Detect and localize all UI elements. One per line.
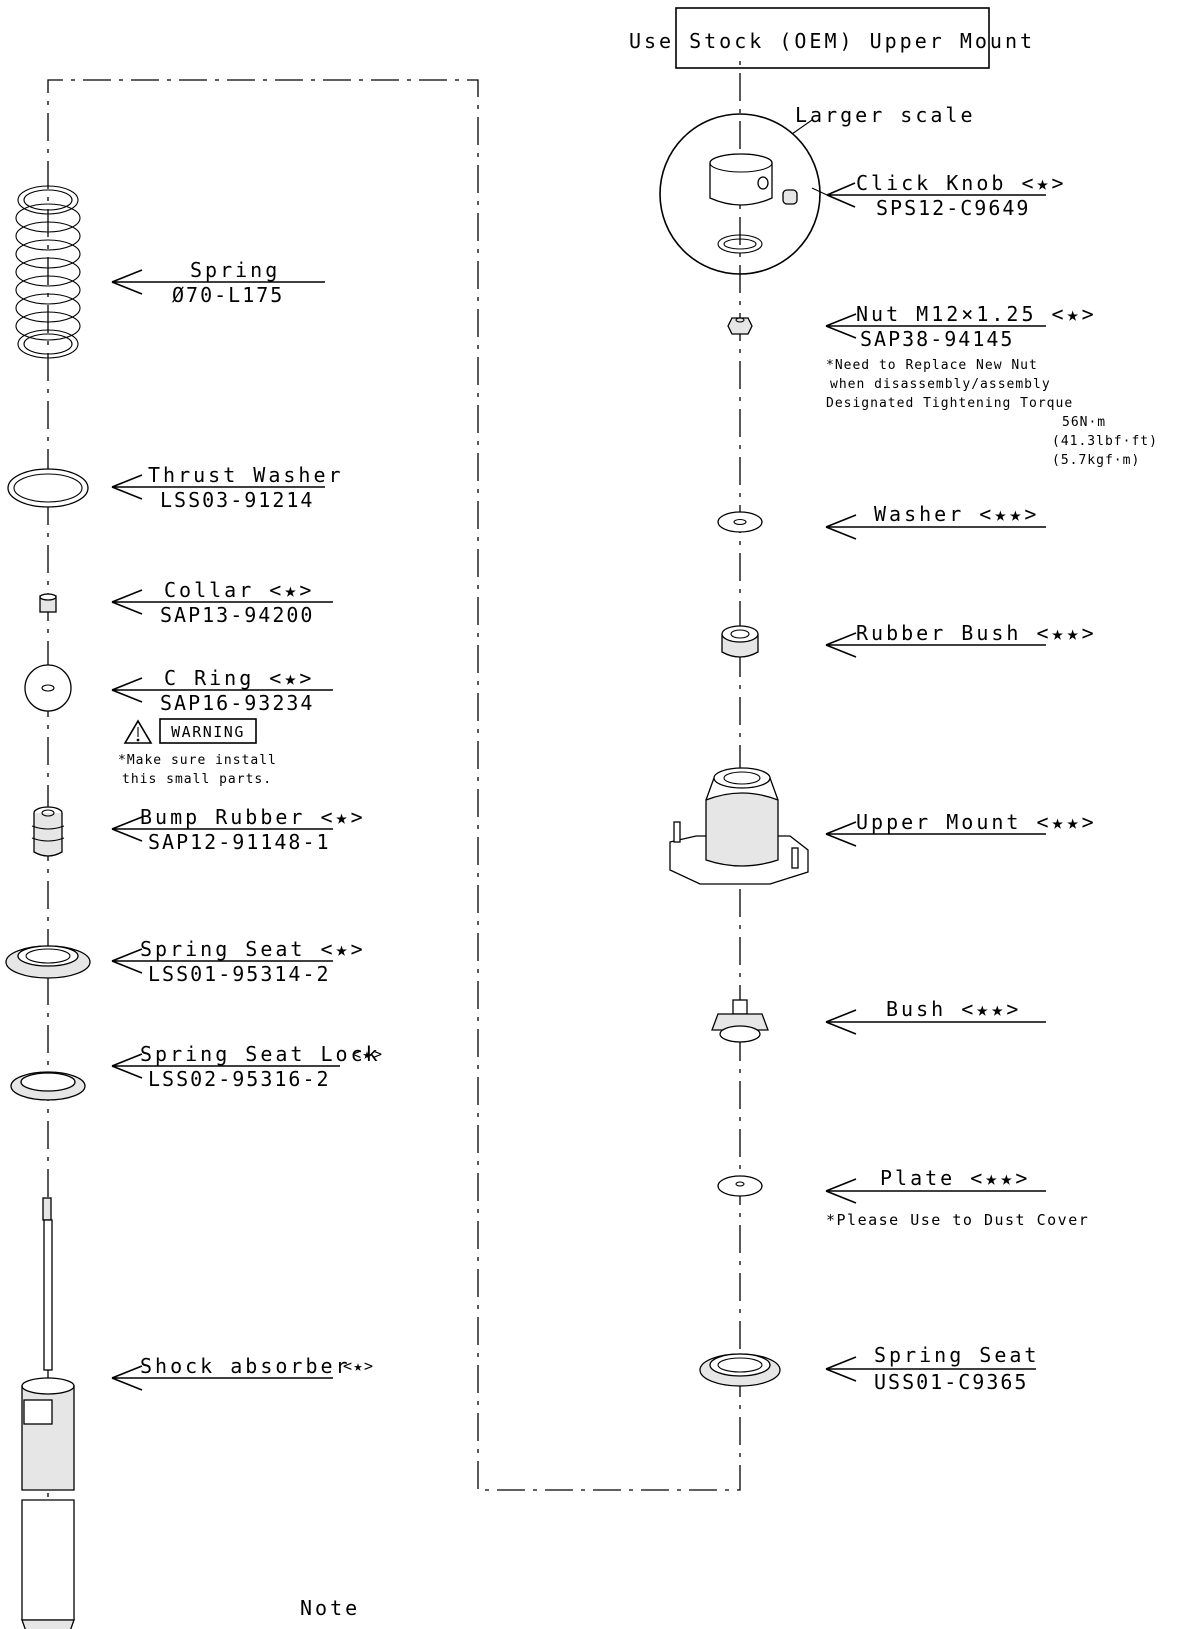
- warning-triangle-icon: [123, 719, 153, 744]
- spring-seat-lock-part-no: LSS02-95316-2: [148, 1067, 331, 1091]
- washer-shape: [717, 511, 763, 533]
- nut-torque-lbf: (41.3lbf·ft): [1052, 434, 1158, 449]
- spring-coil: [15, 185, 81, 359]
- upper-mount-name: Upper Mount <★★>: [856, 810, 1097, 834]
- bump-rubber-shape: [31, 806, 65, 857]
- larger-scale-label: Larger scale: [795, 103, 976, 127]
- callout-collar: Collar <★> SAP13-94200: [111, 578, 333, 627]
- nut-torque-kgf: (5.7kgf·m): [1052, 453, 1140, 468]
- thrust-washer-shape: [7, 468, 89, 508]
- shock-absorber-name: Shock absorber: [140, 1354, 351, 1378]
- click-knob-name: Click Knob <★>: [856, 171, 1067, 195]
- callout-click-knob: Click Knob <★> SPS12-C9649: [811, 171, 1067, 220]
- centerlines: [47, 60, 741, 1629]
- thrust-washer-name: Thrust Washer: [148, 463, 344, 487]
- spring-name: Spring: [190, 258, 280, 282]
- callout-upper-mount: Upper Mount <★★>: [825, 810, 1097, 847]
- collar-part-no: SAP13-94200: [160, 603, 314, 627]
- callout-shock-absorber: Shock absorber <★>: [111, 1354, 375, 1391]
- callout-bump-rubber: Bump Rubber <★> SAP12-91148-1: [111, 805, 366, 854]
- footer-note: Note: [300, 1596, 360, 1620]
- nut-part-no: SAP38-94145: [860, 327, 1014, 351]
- click-knob-part-no: SPS12-C9649: [876, 196, 1030, 220]
- nut-note-line3: Designated Tightening Torque: [826, 396, 1073, 411]
- callout-rubber-bush: Rubber Bush <★★>: [825, 621, 1097, 658]
- collar-shape: [39, 593, 57, 613]
- upper-mount-shape: [669, 767, 809, 885]
- warning-note-line1: *Make sure install: [118, 753, 277, 768]
- callout-spring: Spring Ø70-L175: [111, 258, 325, 307]
- nut-note-line1: *Need to Replace New Nut: [826, 358, 1038, 373]
- callout-washer: Washer <★★>: [825, 502, 1046, 540]
- callout-nut: Nut M12×1.25 <★> SAP38-94145 *Need to Re…: [825, 302, 1158, 468]
- washer-name: Washer <★★>: [874, 502, 1039, 526]
- spring-seat-left-shape: [5, 945, 91, 979]
- knob-oring: [717, 234, 763, 254]
- c-ring-shape: [24, 664, 72, 712]
- callout-bush: Bush <★★>: [825, 997, 1046, 1035]
- warning-block: WARNING *Make sure install this small pa…: [118, 718, 277, 787]
- warning-label: WARNING: [171, 723, 245, 741]
- top-box-frame: [675, 7, 990, 69]
- shock-absorber-mark: <★>: [343, 1357, 375, 1375]
- larger-scale-detail: Larger scale: [659, 103, 976, 275]
- spring-seat-right-shape: [699, 1353, 781, 1387]
- callout-spring-seat-left: Spring Seat <★> LSS01-95314-2: [111, 937, 366, 986]
- callout-thrust-washer: Thrust Washer LSS03-91214: [111, 463, 344, 512]
- callout-c-ring: C Ring <★> SAP16-93234: [111, 666, 333, 715]
- c-ring-name: C Ring <★>: [164, 666, 314, 690]
- spring-seat-right-name: Spring Seat: [874, 1343, 1039, 1367]
- rubber-bush-name: Rubber Bush <★★>: [856, 621, 1097, 645]
- spring-seat-left-name: Spring Seat <★>: [140, 937, 366, 961]
- warning-box: [159, 718, 257, 744]
- callout-spring-seat-lock: Spring Seat Lock <★> LSS02-95316-2: [111, 1042, 384, 1091]
- nut-name: Nut M12×1.25 <★>: [856, 302, 1097, 326]
- plate-shape: [717, 1175, 763, 1197]
- plate-name: Plate <★★>: [880, 1166, 1030, 1190]
- plate-note: *Please Use to Dust Cover: [826, 1211, 1089, 1229]
- set-screw: [782, 189, 798, 205]
- nut-torque-nm: 56N·m: [1062, 415, 1106, 430]
- bump-rubber-part-no: SAP12-91148-1: [148, 830, 331, 854]
- rubber-bush-shape: [721, 625, 759, 658]
- warning-note-line2: this small parts.: [122, 772, 272, 787]
- thrust-washer-part-no: LSS03-91214: [160, 488, 314, 512]
- bush-name: Bush <★★>: [886, 997, 1021, 1021]
- spring-part-no: Ø70-L175: [172, 283, 284, 307]
- c-ring-part-no: SAP16-93234: [160, 691, 314, 715]
- bump-rubber-name: Bump Rubber <★>: [140, 805, 366, 829]
- nut-note-line2: when disassembly/assembly: [830, 377, 1051, 392]
- top-box-text: Use Stock (OEM) Upper Mount: [629, 29, 1035, 53]
- shock-absorber-shape: [21, 1197, 75, 1629]
- nut-shape: [727, 317, 753, 335]
- callout-spring-seat-right: Spring Seat USS01-C9365: [825, 1343, 1039, 1394]
- spring-seat-lock-shape: [10, 1071, 86, 1101]
- top-box: Use Stock (OEM) Upper Mount: [629, 7, 1035, 69]
- bush-shape: [711, 999, 769, 1043]
- detail-circle: [659, 113, 821, 275]
- spring-seat-left-part-no: LSS01-95314-2: [148, 962, 331, 986]
- click-knob-body: [709, 163, 773, 206]
- callout-plate: Plate <★★> *Please Use to Dust Cover: [825, 1166, 1089, 1229]
- spring-seat-right-part-no: USS01-C9365: [874, 1370, 1028, 1394]
- spring-seat-lock-mark: <★>: [352, 1045, 384, 1063]
- spring-seat-lock-name: Spring Seat Lock: [140, 1042, 381, 1066]
- collar-name: Collar <★>: [164, 578, 314, 602]
